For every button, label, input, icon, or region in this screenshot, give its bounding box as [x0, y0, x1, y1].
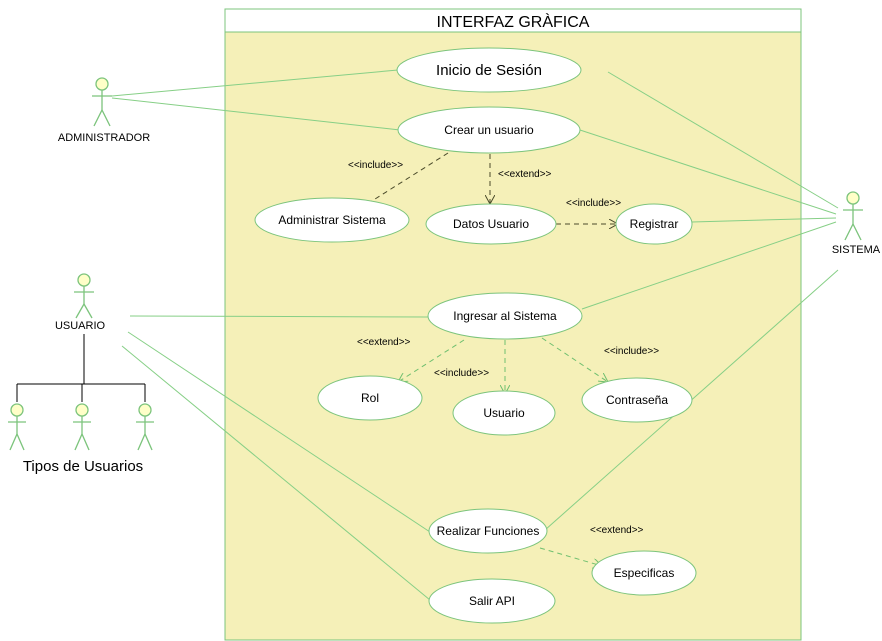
label-include-3: <<include>> — [604, 346, 659, 357]
assoc-admin-crear — [111, 97, 401, 131]
actor-tipo-2[interactable] — [73, 403, 91, 451]
use-cases: Inicio de Sesión Crear un usuario Admini… — [254, 47, 697, 624]
actor-sistema-label: SISTEMA — [832, 244, 881, 256]
usecase-administrar-label: Administrar Sistema — [278, 213, 386, 227]
usecase-usuario[interactable]: Usuario — [452, 390, 556, 436]
usecase-registrar[interactable]: Registrar — [615, 203, 693, 245]
usecase-salir-api[interactable]: Salir API — [428, 578, 556, 624]
usecase-crear-label: Crear un usuario — [444, 123, 534, 137]
label-extend-1: <<extend>> — [498, 169, 552, 180]
usecase-especificas-label: Especificas — [614, 566, 675, 580]
system-title: INTERFAZ GRÀFICA — [437, 12, 590, 31]
actor-usuario-label: USUARIO — [55, 320, 106, 332]
assoc-inicio-sistema — [607, 71, 839, 209]
usecase-salir-label: Salir API — [469, 594, 515, 608]
extend-ingresar-rol — [398, 339, 465, 382]
assoc-crear-sistema — [579, 129, 837, 215]
usecase-usuario-label: Usuario — [483, 406, 525, 420]
usecase-contrasena[interactable]: Contraseña — [581, 377, 693, 423]
actor-sistema[interactable]: SISTEMA — [832, 191, 881, 256]
usecase-realizar-funciones[interactable]: Realizar Funciones — [428, 508, 548, 554]
usecase-rol-label: Rol — [361, 391, 379, 405]
usecase-datos-usuario[interactable]: Datos Usuario — [425, 203, 557, 245]
assoc-usuario-salir — [121, 345, 431, 601]
usecase-rol[interactable]: Rol — [317, 375, 423, 421]
usecase-crear-usuario[interactable]: Crear un usuario — [397, 106, 581, 154]
assoc-registrar-sistema — [691, 217, 837, 223]
actor-tipo-1[interactable] — [8, 403, 26, 451]
dependencies — [356, 152, 618, 566]
actor-tipo-3[interactable] — [136, 403, 154, 451]
actor-administrador[interactable]: ADMINISTRADOR — [58, 77, 150, 144]
stereotype-labels: <<include>> <<extend>> <<include>> <<ext… — [348, 160, 659, 536]
usecase-especificas[interactable]: Especificas — [591, 550, 697, 596]
actor-usuario[interactable] — [74, 273, 94, 319]
associations — [111, 69, 839, 601]
label-extend-3: <<extend>> — [590, 525, 644, 536]
usecase-inicio-sesion[interactable]: Inicio de Sesión — [396, 47, 582, 93]
label-include-4: <<include>> — [434, 368, 489, 379]
assoc-usuario-ingresar — [129, 315, 429, 318]
assoc-usuario-realizar — [127, 331, 431, 533]
extend-realizar-especificas — [539, 547, 602, 566]
tipos-usuarios-label: Tipos de Usuarios — [23, 458, 143, 475]
assoc-admin-inicio — [111, 69, 399, 97]
usecase-datos-label: Datos Usuario — [453, 217, 529, 231]
usecase-ingresar-sistema[interactable]: Ingresar al Sistema — [427, 292, 583, 340]
label-include-1: <<include>> — [348, 160, 403, 171]
usecase-ingresar-label: Ingresar al Sistema — [453, 309, 557, 323]
usecase-registrar-label: Registrar — [630, 217, 679, 231]
usecase-inicio-label: Inicio de Sesión — [436, 62, 542, 79]
assoc-ingresar-sistema — [581, 221, 837, 310]
include-ingresar-contrasena — [541, 337, 608, 382]
usecase-contrasena-label: Contraseña — [606, 393, 668, 407]
actor-administrador-label: ADMINISTRADOR — [58, 132, 150, 144]
usecase-administrar-sistema[interactable]: Administrar Sistema — [254, 197, 410, 243]
generalization-tree — [16, 334, 146, 402]
label-extend-2: <<extend>> — [357, 337, 411, 348]
label-include-2: <<include>> — [566, 198, 621, 209]
usecase-realizar-label: Realizar Funciones — [437, 524, 540, 538]
